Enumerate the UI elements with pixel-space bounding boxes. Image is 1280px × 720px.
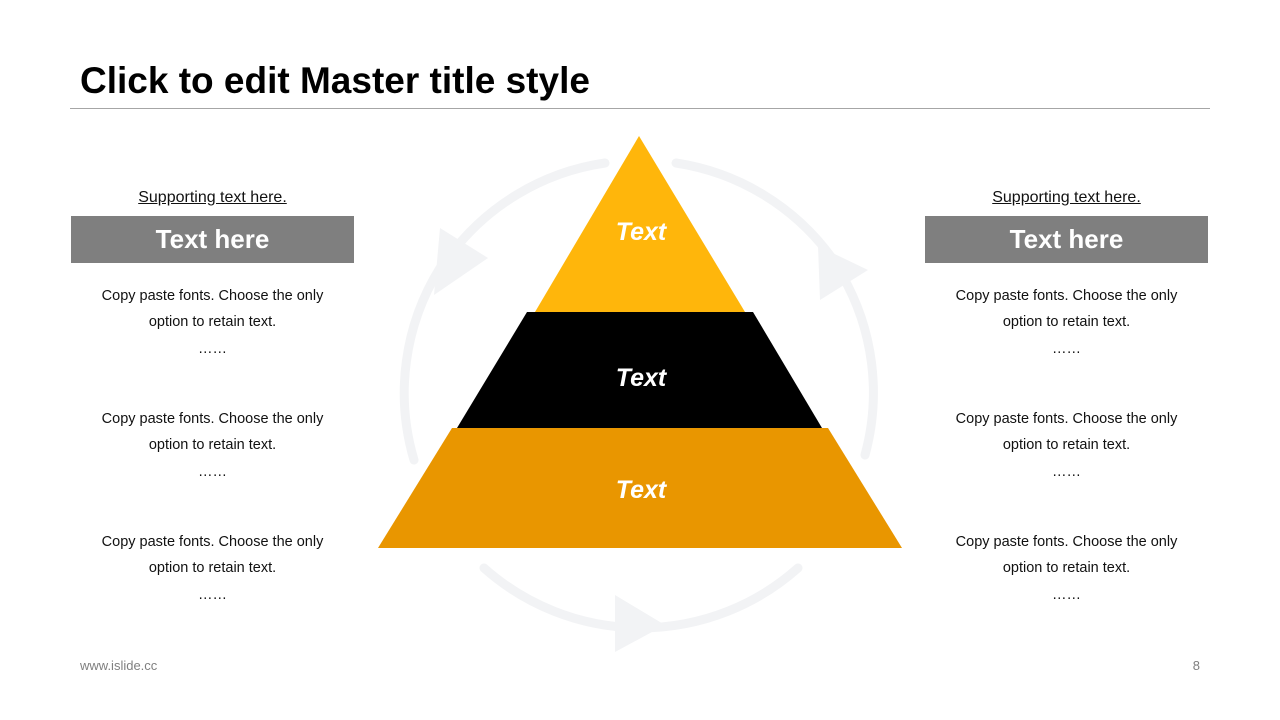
pyramid-layer-middle-label: Text: [616, 364, 668, 392]
item-ellipsis: ……: [198, 341, 227, 357]
cycle-arrowhead-right: [818, 246, 868, 300]
item-line: Copy paste fonts. Choose the only: [955, 288, 1178, 304]
item-line: option to retain text.: [1002, 560, 1131, 576]
pyramid-layer-bottom-label: Text: [616, 476, 668, 504]
cycle-arc-top-right: [671, 158, 837, 263]
item-line: option to retain text.: [148, 560, 277, 576]
item-line: Copy paste fonts. Choose the only: [955, 534, 1178, 550]
cycle-arc-top-left: [443, 158, 610, 263]
pyramid-layer-bottom[interactable]: [378, 428, 902, 548]
footer-url[interactable]: www.islide.cc: [80, 658, 158, 673]
right-item-list: Copy paste fonts. Choose the only option…: [925, 283, 1208, 652]
page-number: 8: [1192, 658, 1200, 673]
slide-title: Click to edit Master title style: [80, 60, 590, 101]
left-item-2: Copy paste fonts. Choose the only option…: [71, 406, 354, 529]
right-item-1: Copy paste fonts. Choose the only option…: [925, 283, 1208, 406]
left-item-list: Copy paste fonts. Choose the only option…: [71, 283, 354, 652]
right-item-3: Copy paste fonts. Choose the only option…: [925, 529, 1208, 652]
pyramid-layer-middle[interactable]: [457, 312, 822, 428]
right-item-2: Copy paste fonts. Choose the only option…: [925, 406, 1208, 529]
cycle-arrowhead-left: [434, 228, 488, 295]
item-line: option to retain text.: [1002, 437, 1131, 453]
item-line: Copy paste fonts. Choose the only: [955, 411, 1178, 427]
right-supporting-text[interactable]: Supporting text here.: [992, 189, 1141, 206]
left-item-1: Copy paste fonts. Choose the only option…: [71, 283, 354, 406]
pyramid-layer-top[interactable]: [535, 136, 745, 312]
item-line: Copy paste fonts. Choose the only: [101, 411, 324, 427]
item-ellipsis: ……: [198, 587, 227, 603]
item-line: option to retain text.: [148, 314, 277, 330]
item-line: option to retain text.: [1002, 314, 1131, 330]
left-item-3: Copy paste fonts. Choose the only option…: [71, 529, 354, 652]
item-line: Copy paste fonts. Choose the only: [101, 288, 324, 304]
left-panel: Supporting text here. Text here Copy pas…: [71, 186, 354, 652]
item-ellipsis: ……: [1052, 341, 1081, 357]
cycle-arc-right: [837, 270, 878, 460]
right-panel: Supporting text here. Text here Copy pas…: [925, 186, 1208, 652]
cycle-arc-left: [399, 263, 445, 465]
left-supporting-text[interactable]: Supporting text here.: [138, 189, 287, 206]
cycle-arrowhead-bottom: [615, 595, 665, 652]
left-header-box[interactable]: Text here: [71, 216, 354, 263]
item-ellipsis: ……: [1052, 587, 1081, 603]
title-divider: [70, 108, 1210, 109]
right-header-box[interactable]: Text here: [925, 216, 1208, 263]
pyramid-layer-top-label: Text: [616, 218, 668, 246]
item-ellipsis: ……: [1052, 464, 1081, 480]
item-ellipsis: ……: [198, 464, 227, 480]
item-line: Copy paste fonts. Choose the only: [101, 534, 324, 550]
item-line: option to retain text.: [148, 437, 277, 453]
